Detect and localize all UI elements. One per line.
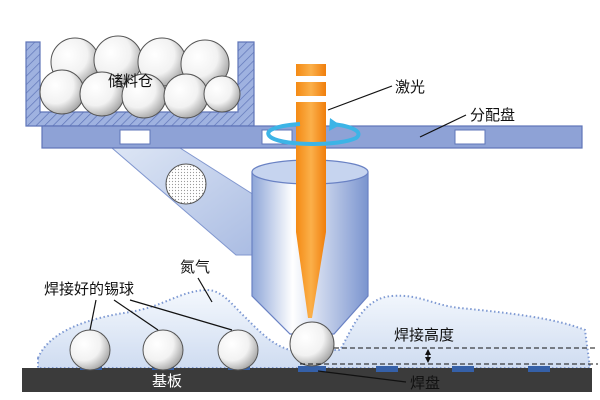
nitrogen-leader [197,277,213,303]
sphere-icon [163,73,209,119]
sphere-icon [217,329,259,371]
rotation-arrow-icon [266,122,361,146]
sphere-icon [39,69,85,115]
plate-hole [454,129,486,145]
soldered-balls-leader [113,299,159,331]
laser-beam-segment [296,64,326,76]
hopper-label: 储料仓 [108,72,153,90]
height-arrowhead [425,349,431,355]
pad-leader [317,370,407,383]
substrate-label: 基板 [152,372,182,390]
laser-leader [327,85,393,111]
sphere-icon [165,163,207,205]
nitrogen-label: 氮气 [180,258,210,276]
soldered-balls-leader [129,299,233,331]
pad [298,366,326,372]
height-arrowhead [425,357,431,363]
pad [528,366,550,372]
pad [452,366,474,372]
soldered-balls-label: 焊接好的锡球 [44,280,134,298]
sphere-icon [203,75,241,113]
hopper-balls [39,35,241,119]
laser-label: 激光 [395,78,425,96]
rotation-arrowhead [329,118,340,131]
solder-height-label: 焊接高度 [394,326,454,344]
sphere-icon [69,329,111,371]
laser-beam-segment [296,82,326,96]
pad [376,366,398,372]
distribution-plate-leader [419,114,467,138]
sphere-icon [142,329,184,371]
pad-label: 焊盘 [410,374,440,392]
laser-beam [296,102,326,318]
plate-hole [119,129,151,145]
distribution-plate-label: 分配盘 [470,106,515,124]
sphere-icon [289,321,335,367]
soldered-balls-leader [89,299,97,331]
